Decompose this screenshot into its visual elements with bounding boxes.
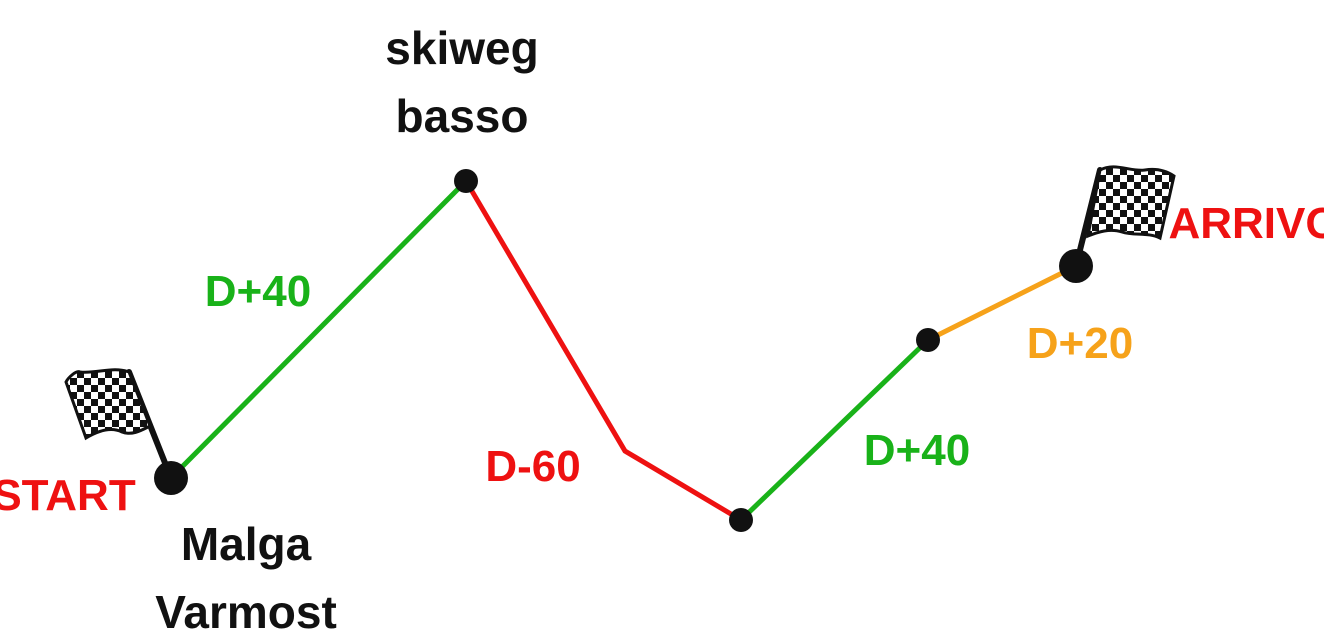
segment-2-label: D-60 [485, 442, 580, 491]
summit-name-line2: basso [396, 90, 529, 142]
start-point-name-line1: Malga [181, 518, 312, 570]
segment-3-label: D+40 [864, 426, 970, 475]
valley-point [729, 508, 753, 532]
finish-flag-icon [1073, 165, 1176, 269]
climb-end-point [916, 328, 940, 352]
segment-3-line [739, 338, 930, 522]
summit-name-line1: skiweg [385, 22, 538, 74]
start-label: START [0, 471, 136, 520]
segment-1-line [169, 179, 468, 480]
segment-1-label: D+40 [205, 267, 311, 316]
summit-point [454, 169, 478, 193]
start-point [154, 461, 188, 495]
finish-point [1059, 249, 1093, 283]
segment-4-line [926, 263, 1078, 343]
start-flag-icon [64, 368, 174, 481]
start-point-name-line2: Varmost [155, 586, 337, 638]
segment-4-label: D+20 [1027, 319, 1133, 368]
segment-2-line [463, 179, 743, 523]
finish-label: ARRIVO [1168, 199, 1324, 248]
